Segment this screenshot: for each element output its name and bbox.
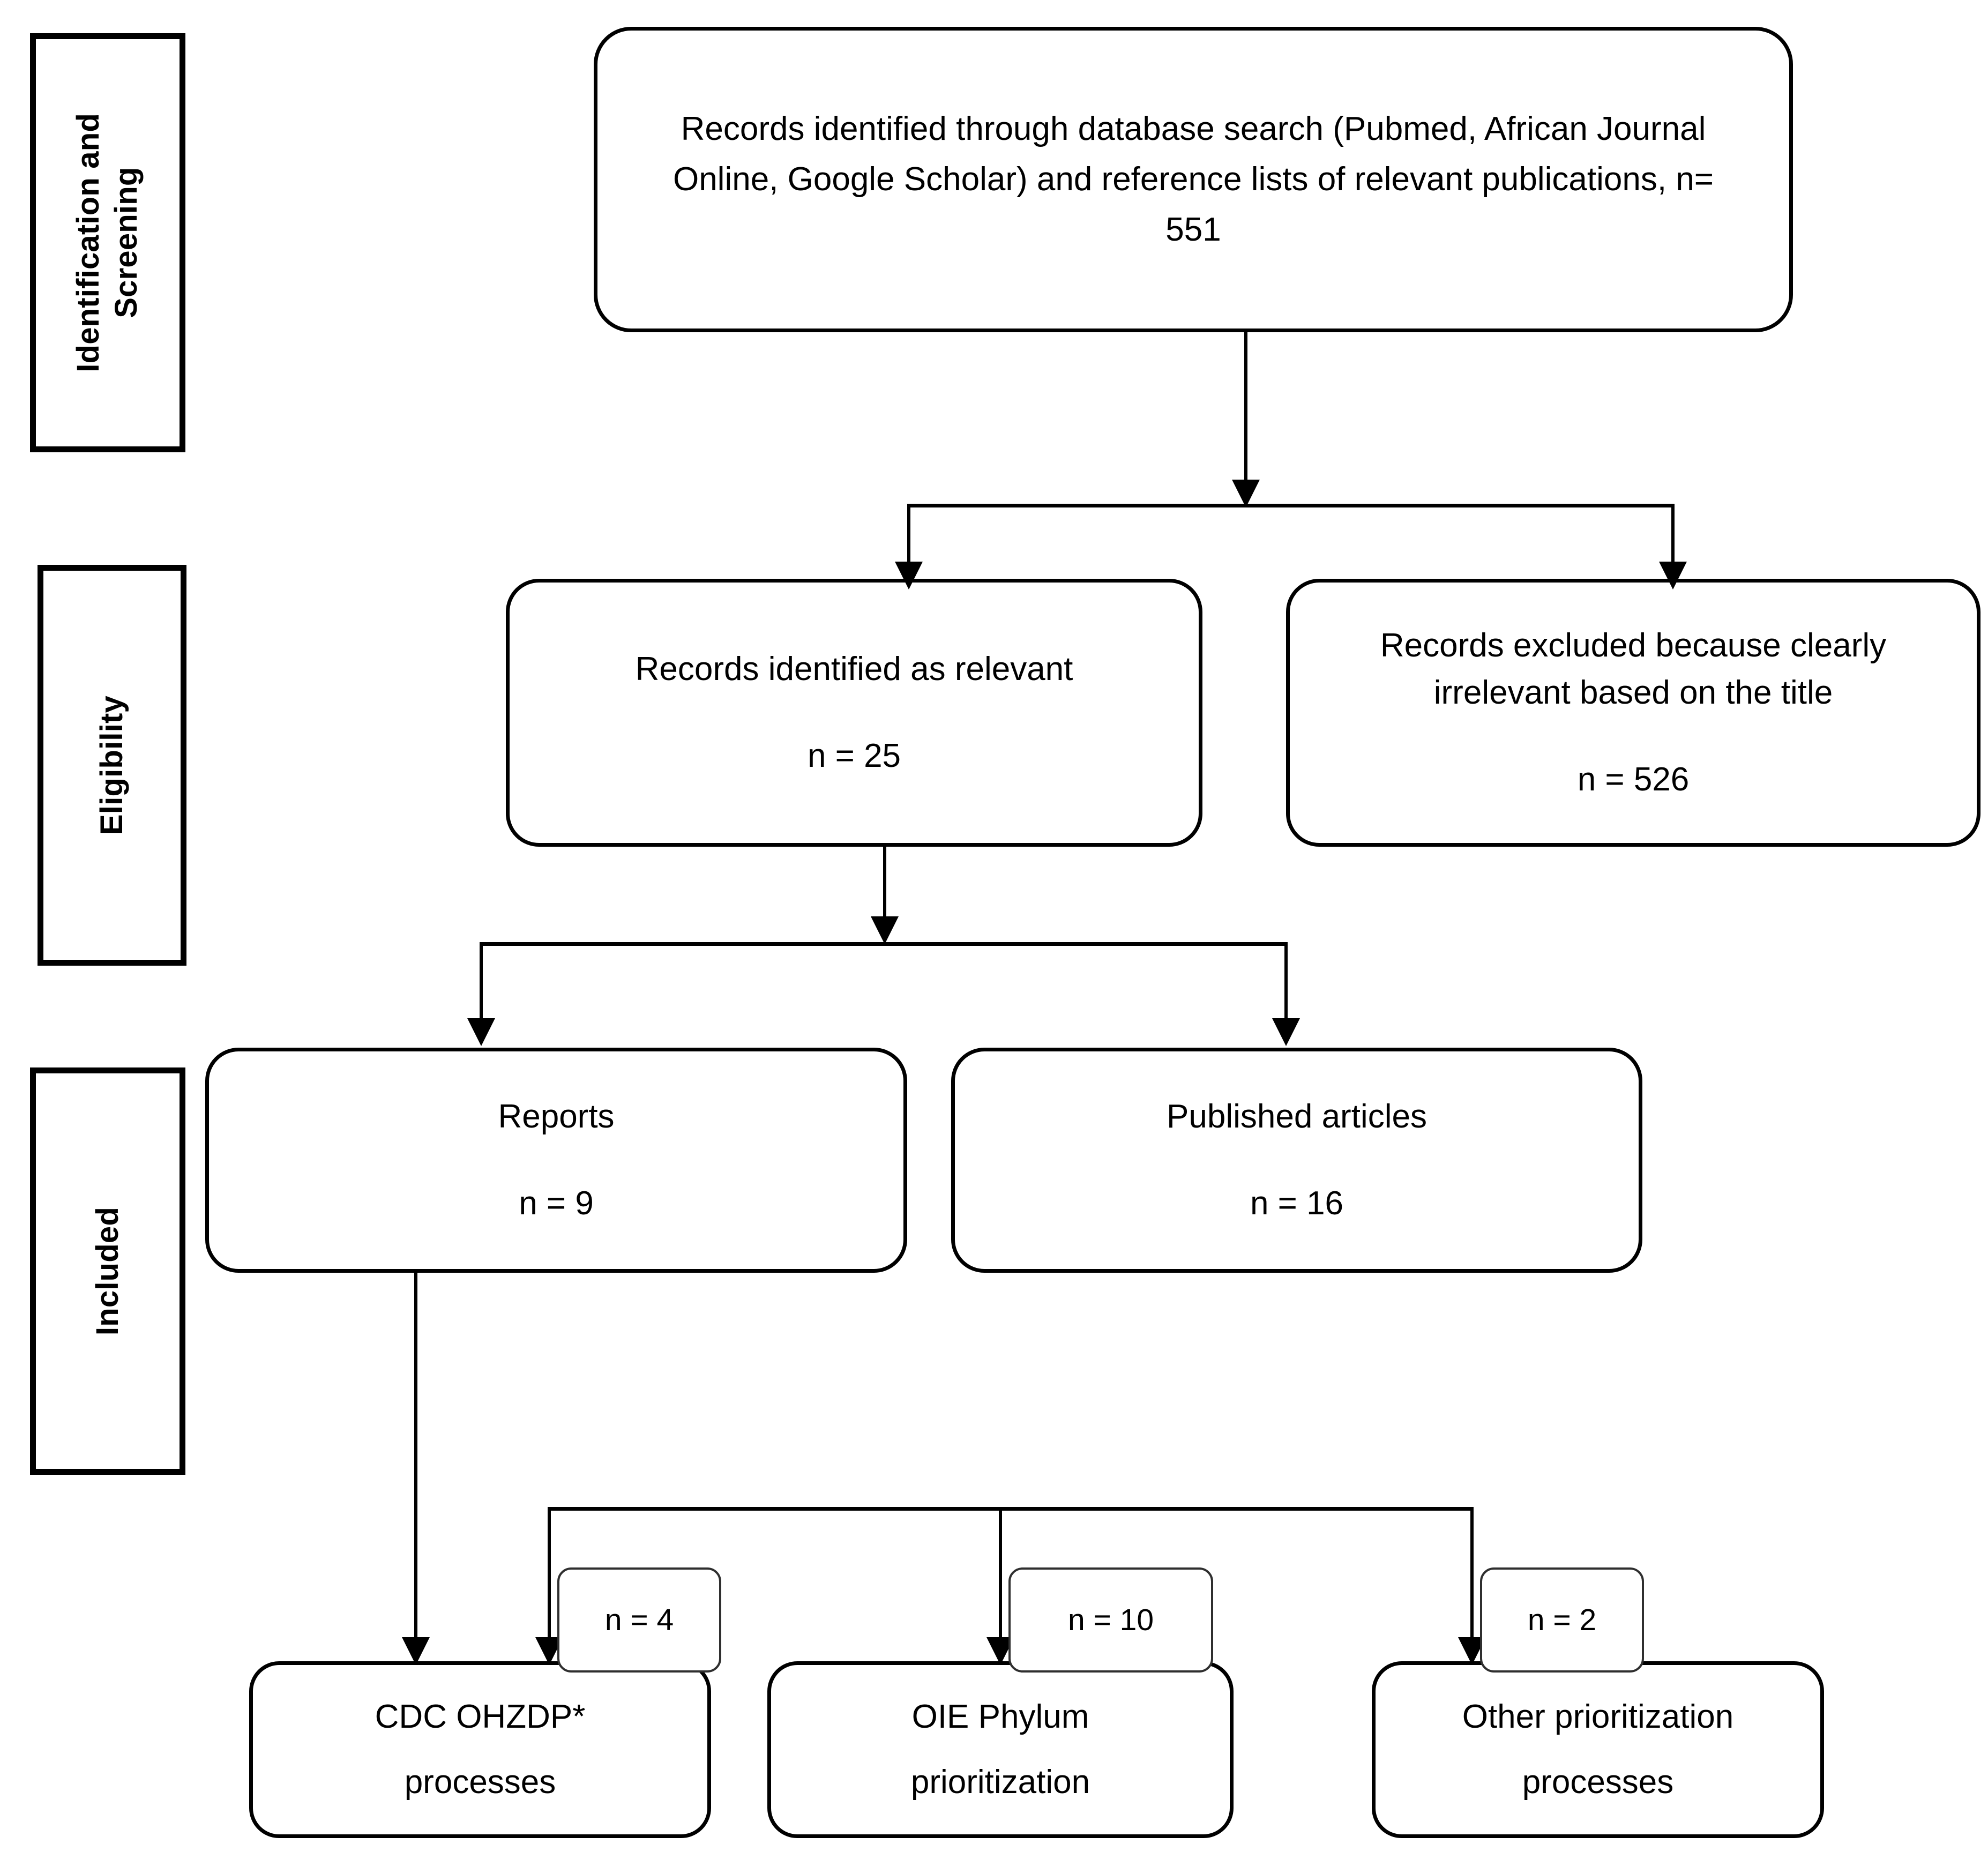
callout-cdc-n-label: n = 4 (604, 1603, 674, 1637)
arrowhead-published-articles (1272, 1018, 1300, 1046)
node-records-identified: Records identified through database sear… (594, 27, 1793, 332)
arrowhead-split-bar-1 (1232, 480, 1260, 507)
node-records-relevant-count: n = 25 (807, 737, 901, 774)
phase-label-included: Included (89, 1206, 125, 1336)
connector-split-to-cdc (548, 1507, 551, 1668)
node-records-excluded-count: n = 526 (1577, 761, 1690, 798)
connector-split-to-reports (480, 942, 483, 1022)
arrowhead-records-excluded (1659, 562, 1687, 589)
phase-box-included: Included (30, 1067, 185, 1475)
callout-cdc-n: n = 4 (557, 1567, 721, 1673)
node-published-articles: Published articles n = 16 (951, 1048, 1642, 1273)
node-cdc-ohzdp-line2: processes (404, 1764, 556, 1801)
arrowhead-split-bar-2 (871, 916, 899, 944)
node-cdc-ohzdp: CDC OHZDP* processes (249, 1661, 711, 1838)
phase-label-eligibility: Eligibility (94, 696, 129, 835)
node-oie-phylum: OIE Phylum prioritization (767, 1661, 1234, 1838)
phase-box-eligibility: Eligibility (38, 565, 186, 966)
connector-split-to-oie (999, 1507, 1002, 1668)
node-other-prioritization: Other prioritization processes (1372, 1661, 1824, 1838)
connector-split-to-published (1284, 942, 1288, 1022)
connector-reports-to-cdc (414, 1273, 417, 1664)
node-reports-label: Reports (498, 1098, 615, 1135)
node-oie-phylum-line1: OIE Phylum (911, 1698, 1089, 1735)
node-records-excluded: Records excluded because clearly irrelev… (1286, 579, 1980, 847)
split-bar-eligibility (907, 504, 1675, 507)
node-records-excluded-label: Records excluded because clearly irrelev… (1380, 626, 1887, 711)
arrowhead-records-relevant (895, 562, 923, 589)
node-reports-count: n = 9 (519, 1185, 594, 1222)
connector-split-to-excluded (1671, 504, 1675, 589)
node-records-identified-text: Records identified through database sear… (672, 110, 1714, 249)
node-other-prioritization-line2: processes (1522, 1764, 1674, 1801)
callout-other-n-label: n = 2 (1527, 1603, 1597, 1637)
callout-oie-n: n = 10 (1008, 1567, 1213, 1673)
connector-split-to-other (1470, 1507, 1474, 1668)
node-published-articles-label: Published articles (1167, 1098, 1427, 1135)
arrowhead-reports (467, 1018, 495, 1046)
phase-label-identification-screening: Identification and Screening (71, 113, 144, 372)
node-oie-phylum-line2: prioritization (910, 1764, 1090, 1801)
node-published-articles-count: n = 16 (1250, 1185, 1344, 1222)
connector-identified-to-split (1244, 332, 1247, 493)
node-other-prioritization-line1: Other prioritization (1462, 1698, 1734, 1735)
connector-relevant-to-split (883, 847, 886, 938)
node-cdc-ohzdp-line1: CDC OHZDP* (375, 1698, 586, 1735)
callout-other-n: n = 2 (1480, 1567, 1644, 1673)
connector-split-to-relevant (907, 504, 910, 589)
node-reports: Reports n = 9 (205, 1048, 907, 1273)
callout-oie-n-label: n = 10 (1067, 1603, 1154, 1637)
node-records-relevant-label: Records identified as relevant (635, 650, 1073, 688)
split-bar-prioritization (548, 1507, 1474, 1511)
arrowhead-cdc-from-reports (402, 1637, 430, 1665)
phase-box-identification-screening: Identification and Screening (30, 33, 185, 452)
node-records-relevant: Records identified as relevant n = 25 (506, 579, 1202, 847)
